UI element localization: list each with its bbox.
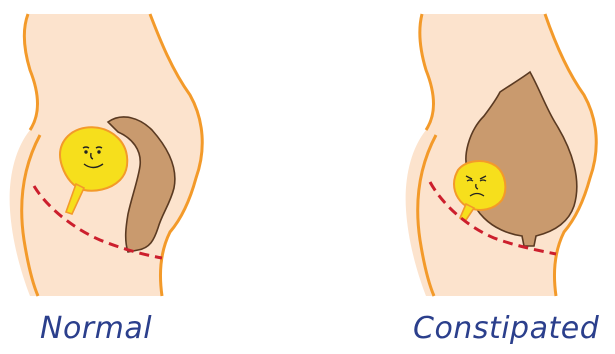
caption-normal: Normal (40, 311, 152, 346)
panel-constipated (406, 14, 597, 296)
caption-constipated: Constipated (413, 311, 599, 346)
panel-normal (10, 14, 203, 296)
bladder-constipated (454, 161, 505, 210)
bladder-normal (60, 127, 127, 190)
